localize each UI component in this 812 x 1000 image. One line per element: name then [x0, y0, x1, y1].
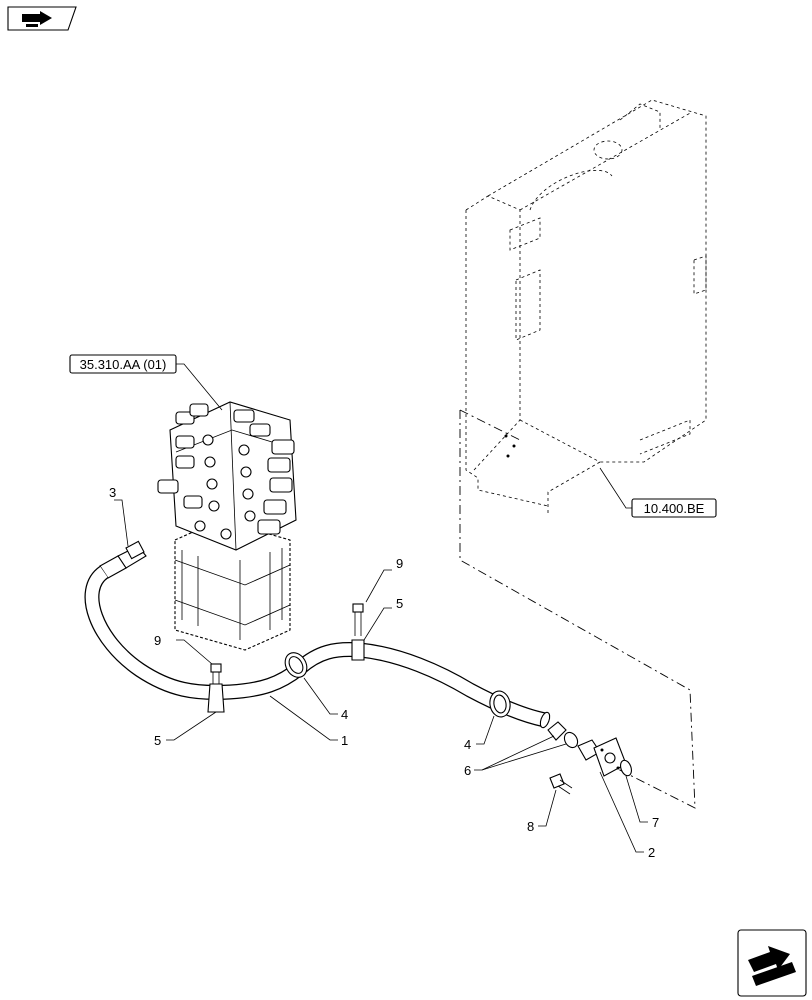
leader-lines	[114, 363, 648, 853]
valve-ref-label: 35.310.AA (01)	[80, 357, 167, 372]
callout-9-left: 9	[154, 633, 161, 648]
part-3-fitting	[99, 540, 147, 579]
callout-5-left: 5	[154, 733, 161, 748]
callout-1: 1	[341, 733, 348, 748]
callout-3: 3	[109, 485, 116, 500]
phantom-link-lines	[459, 409, 696, 809]
end-fittings	[547, 721, 632, 795]
callout-2: 2	[648, 845, 655, 860]
callout-7: 7	[652, 815, 659, 830]
callout-4-right: 4	[464, 737, 471, 752]
callout-5-top: 5	[396, 596, 403, 611]
callout-4-left: 4	[341, 707, 348, 722]
valve-ref-tag[interactable]: 35.310.AA (01)	[69, 354, 177, 374]
tank-ref-label: 10.400.BE	[644, 501, 705, 516]
callout-8: 8	[527, 819, 534, 834]
view-direction-arrow-icon[interactable]	[7, 6, 77, 31]
callout-numbers: 3 9 5 9 4 5 1 4 6 7 8 2	[109, 485, 659, 860]
tank-ref-tag[interactable]: 10.400.BE	[631, 498, 717, 518]
callout-6: 6	[464, 763, 471, 778]
next-page-arrow-icon[interactable]	[737, 929, 807, 997]
hose-assembly	[84, 540, 551, 729]
hydraulic-tank-drawing	[465, 99, 707, 514]
control-valve-drawing	[157, 401, 297, 651]
callout-9-top: 9	[396, 556, 403, 571]
